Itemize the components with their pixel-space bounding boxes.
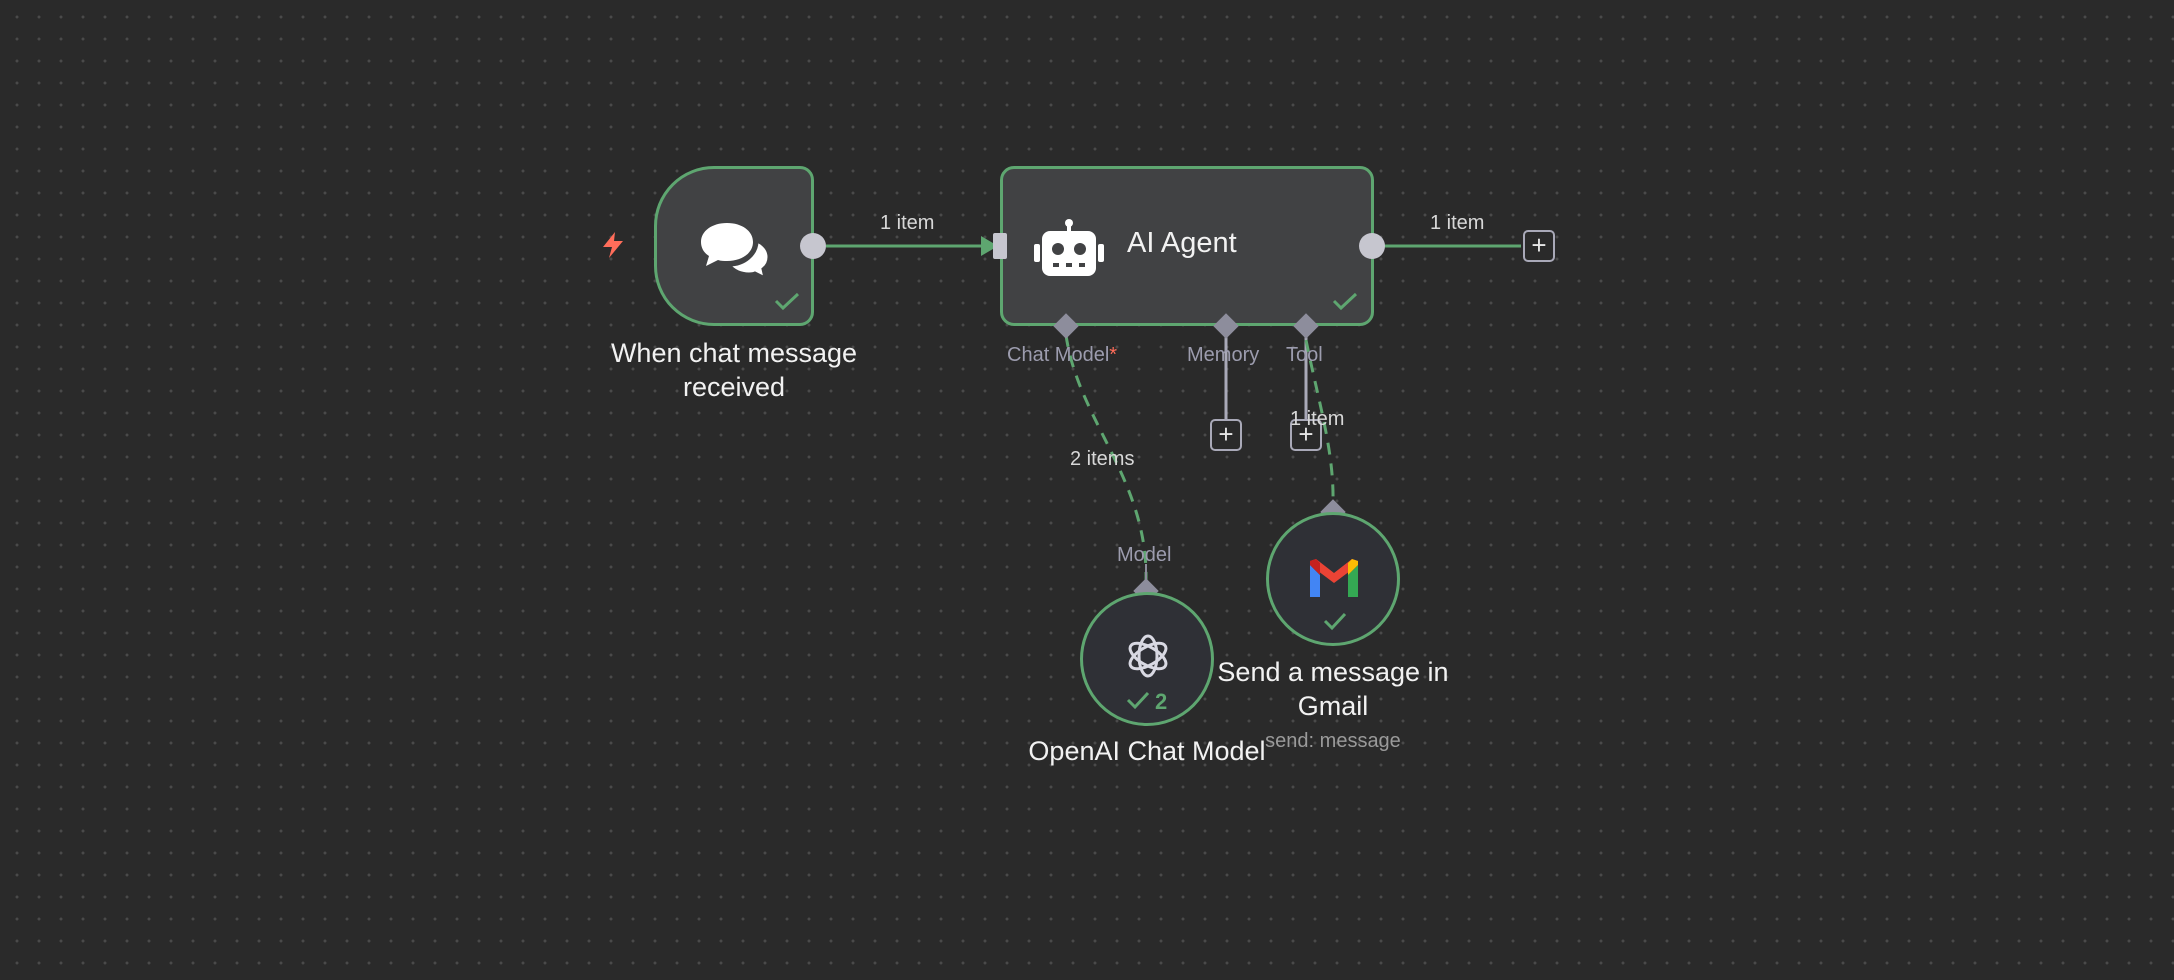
agent-node-title: AI Agent <box>1127 227 1237 259</box>
chat-bubbles-icon <box>701 223 771 279</box>
node-openai-chat-model[interactable]: 2 <box>1080 592 1214 726</box>
success-check-icon <box>1126 691 1150 710</box>
run-count-badge: 2 <box>1155 689 1168 714</box>
openai-node-title: OpenAI Chat Model <box>1028 736 1266 766</box>
edge-label-trigger-agent: 1 item <box>880 212 935 234</box>
add-tool-button[interactable]: + <box>1290 419 1322 451</box>
required-asterisk: * <box>1109 344 1118 366</box>
edge-gmail-agent[interactable] <box>1304 339 1335 503</box>
agent-output-port[interactable] <box>1359 233 1385 259</box>
success-check-icon <box>1323 612 1347 631</box>
chat-model-label-text: Chat Model <box>1007 344 1110 366</box>
edge-arrowhead <box>981 236 998 256</box>
edge-label-agent-output: 1 item <box>1430 212 1485 234</box>
robot-icon <box>1034 219 1104 276</box>
add-memory-button[interactable]: + <box>1210 419 1242 451</box>
edge-openai-agent[interactable] <box>1064 334 1148 581</box>
trigger-bolt-icon <box>603 232 623 258</box>
node-chat-trigger[interactable] <box>654 166 814 326</box>
edge-label-openai-agent: 2 items <box>1070 448 1135 470</box>
edge-label-gmail-agent: 1 item <box>1290 408 1345 430</box>
success-check-icon <box>774 292 800 311</box>
gmail-node-subtitle: send: message <box>1265 730 1401 752</box>
openai-icon <box>1128 634 1168 678</box>
agent-input-port[interactable] <box>993 233 1007 259</box>
port-label-model: Model <box>1117 544 1172 566</box>
port-label-memory: Memory <box>1187 344 1260 366</box>
gmail-node-title: Send a message in Gmail <box>1217 657 1449 721</box>
trigger-node-title: When chat message received <box>610 338 858 402</box>
port-label-chat-model: Chat Model* <box>1007 344 1117 367</box>
port-label-tool: Tool <box>1286 344 1323 366</box>
node-send-gmail[interactable] <box>1266 512 1400 646</box>
trigger-output-port[interactable] <box>800 233 826 259</box>
add-next-node-button[interactable]: + <box>1523 230 1555 262</box>
gmail-icon <box>1310 559 1358 597</box>
success-check-icon <box>1332 292 1358 311</box>
